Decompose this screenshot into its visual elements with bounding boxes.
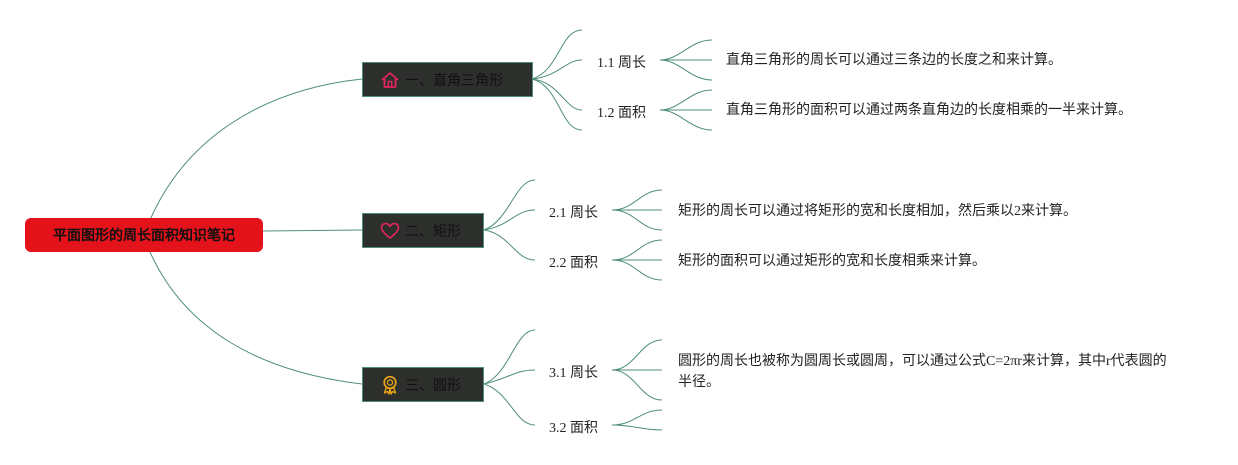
connector-b1-fan-2 [531,59,583,80]
connector-b3-fan-3 [483,383,536,426]
root-title: 平面图形的周长面积知识笔记 [53,228,235,244]
sub-node-1-2[interactable]: 1.2 面积 [597,106,646,121]
leaf-note-1-1: 直角三角形的周长可以通过三条边的长度之和来计算。 [726,53,1062,68]
connector-root-branch-2 [262,229,363,232]
sub-node-2-1[interactable]: 2.1 周长 [549,206,598,221]
connector-root-branch-1 [149,78,363,221]
leaf-note-3-1: 圆形的周长也被称为圆周长或圆周，可以通过公式C=2πr来计算，其中r代表圆的半径… [678,354,1167,390]
connector-s22-c [611,259,663,281]
branch-title: 一、直角三角形 [405,72,503,89]
branch-title: 二、矩形 [405,223,461,240]
connector-s32-a [611,409,663,426]
connector-b2-fan-3 [483,229,536,261]
connector-s32-b [611,424,663,431]
heart-icon [379,220,401,242]
connector-s31-c [611,369,663,401]
sub-node-1-1[interactable]: 1.1 周长 [597,56,646,71]
leaf-note-2-2: 矩形的面积可以通过矩形的宽和长度相乘来计算。 [678,254,986,269]
connector-b1-fan-3 [531,78,583,111]
connector-s21-c [611,209,663,231]
home-icon [379,69,401,91]
root-node[interactable]: 平面图形的周长面积知识笔记 [25,218,263,252]
connector-b1-fan-4 [531,78,583,131]
connector-s22-a [611,239,663,261]
connector-s12-c [659,109,713,131]
connector-b1-fan-1 [531,29,583,80]
leaf-note-2-1: 矩形的周长可以通过将矩形的宽和长度相加，然后乘以2来计算。 [678,204,1077,219]
sub-node-2-2[interactable]: 2.2 面积 [549,256,598,271]
connector-b2-fan-1 [483,179,536,231]
branch-title: 三、圆形 [405,377,461,394]
award-ribbon-icon [379,374,401,396]
connector-b3-fan-2 [483,369,536,385]
connector-s21-a [611,189,663,211]
branch-node-circle[interactable]: 三、圆形 [362,367,484,402]
leaf-note-1-2: 直角三角形的面积可以通过两条直角边的长度相乘的一半来计算。 [726,103,1132,118]
connector-root-branch-3 [149,251,363,385]
connector-s11-a [659,39,713,61]
branch-node-rectangle[interactable]: 二、矩形 [362,213,484,248]
sub-node-3-1[interactable]: 3.1 周长 [549,366,598,381]
connector-b2-fan-2 [483,209,536,231]
connector-b3-fan-1 [483,329,536,385]
connector-s31-a [611,339,663,371]
branch-node-right-triangle[interactable]: 一、直角三角形 [362,62,533,97]
sub-node-3-2[interactable]: 3.2 面积 [549,421,598,436]
connector-s12-a [659,89,713,111]
connector-s11-c [659,59,713,81]
